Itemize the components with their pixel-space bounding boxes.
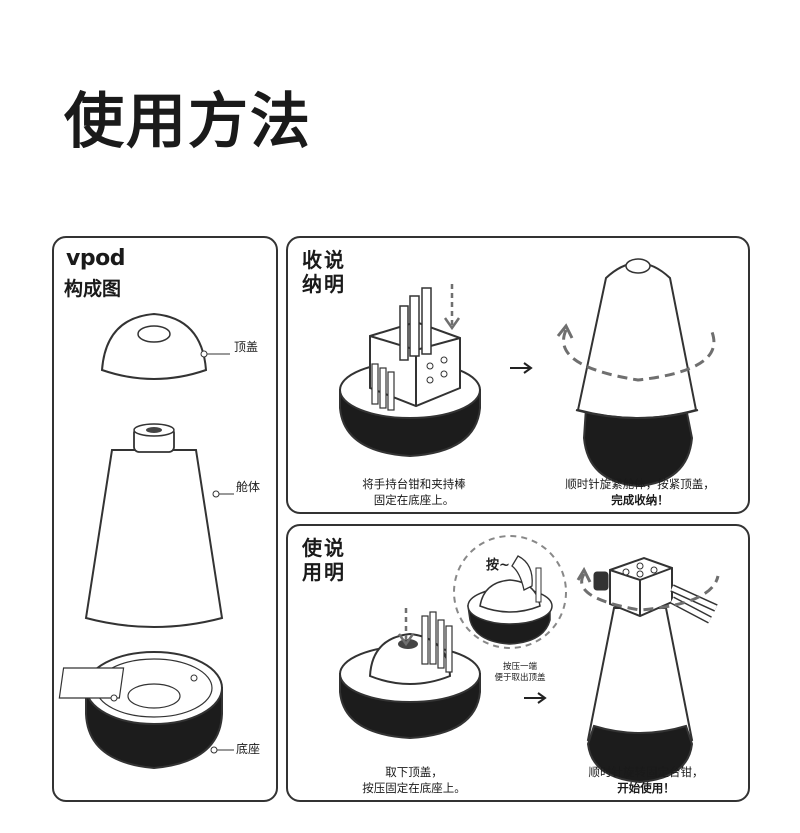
usage-step2-caption: 顺时针旋转固定台钳， 开始使用！ [556,764,736,796]
label-top-cover: 顶盖 [234,340,259,354]
usage-step2-line1: 顺时针旋转固定台钳， [588,765,704,779]
storage-heading-line2: 纳明 [302,272,346,296]
zoom-detail [467,555,553,645]
base-shape [58,651,223,770]
usage-step2-line2: 开始使用！ [617,781,675,795]
top-cover-shape [100,312,208,380]
label-body: 舱体 [236,480,261,494]
usage-heading-line1: 使说 [302,536,346,560]
page-title: 使用方法 [64,87,312,157]
storage-step1-line2: 固定在底座上。 [373,493,455,507]
base-with-vise [339,287,481,458]
press-note-line2: 便于取出顶盖 [494,673,546,683]
components-panel: vpod 构成图 顶盖 舱体 底 [52,236,278,802]
storage-step2-caption: 顺时针旋紧舱体，按紧顶盖， 完成收纳！ [550,476,730,508]
storage-panel: 收说 纳明 [286,236,750,514]
body-shape [84,423,224,628]
press-label: 按~ [486,558,510,573]
base-with-cap [339,611,481,740]
usage-step1-line2: 按压固定在底座上。 [362,781,466,795]
usage-step1-caption: 取下顶盖， 按压固定在底座上。 [334,764,494,796]
usage-heading: 使说 用明 [302,536,358,584]
storage-step1-caption: 将手持台钳和夹持棒 固定在底座上。 [334,476,494,508]
components-illustration [58,312,234,770]
press-note: 按压一端 便于取出顶盖 [480,662,560,684]
storage-heading: 收说 纳明 [302,248,358,296]
storage-illustration [339,258,716,488]
label-base: 底座 [236,742,261,756]
usage-step1-line1: 取下顶盖， [385,765,443,779]
storage-step2-line1: 顺时针旋紧舱体，按紧顶盖， [565,477,715,491]
brand-logo: vpod [66,246,125,271]
storage-step1-line1: 将手持台钳和夹持棒 [362,477,466,491]
usage-illustration [339,535,720,784]
components-subtitle: 构成图 [64,278,122,300]
storage-step2-line2: 完成收纳！ [611,493,669,507]
usage-heading-line2: 用明 [302,560,346,584]
capsule-with-vise [586,556,718,784]
assembled-capsule [575,258,699,488]
usage-panel: 使说 用明 [286,524,750,802]
storage-heading-line1: 收说 [302,248,346,272]
press-note-line1: 按压一端 [502,662,537,672]
